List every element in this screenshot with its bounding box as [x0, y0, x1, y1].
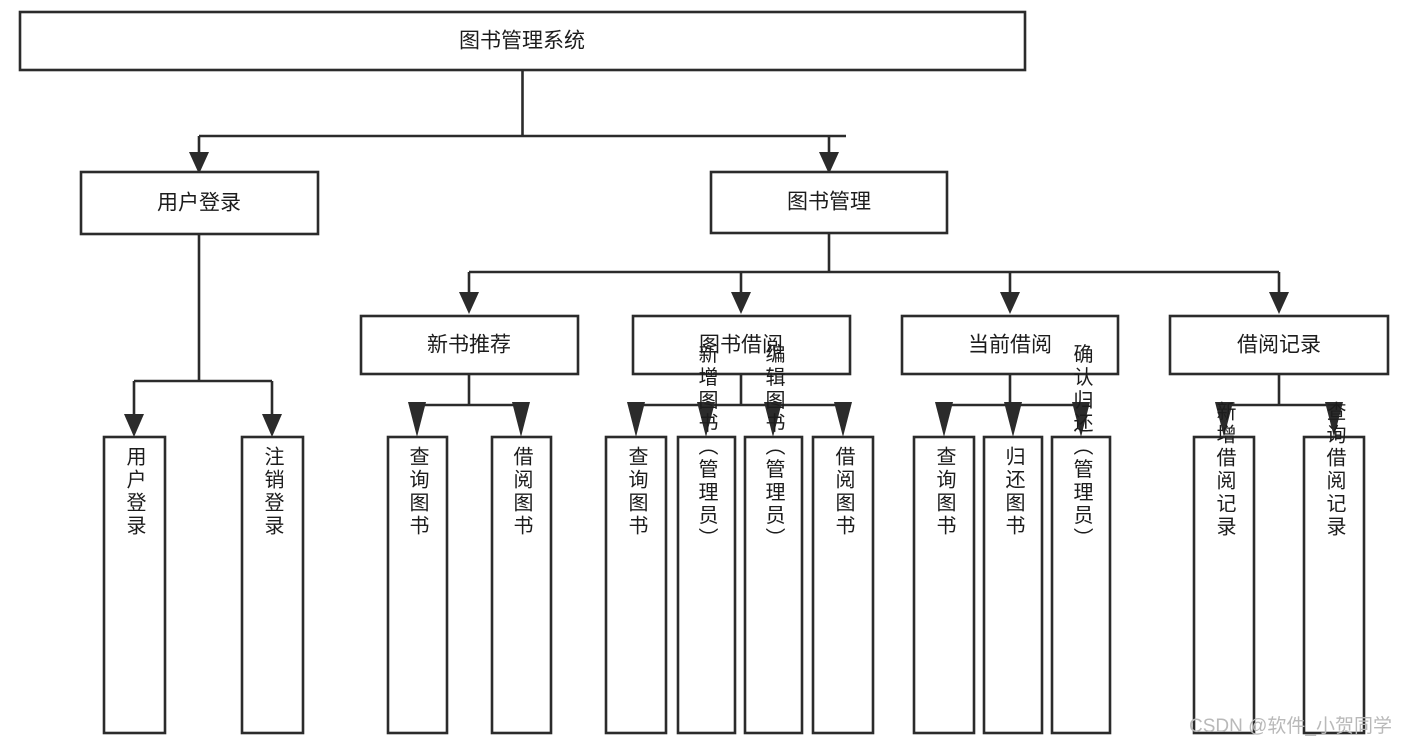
watermark-label: CSDN @软件_小贺同学: [1189, 715, 1392, 737]
leaf-label-add-book: 新增图书（管理员）: [695, 343, 718, 550]
arrowhead-borrowrecord-leaf-2: [1325, 402, 1343, 437]
leaf-label-borrow-book-2: 借阅图书: [832, 446, 855, 538]
leaf-box-return-book: [982, 435, 1044, 735]
leaf-box-borrow-book-1: [490, 435, 553, 735]
leaf-label-user-login: 用户登录: [123, 446, 146, 538]
leaf-node-query-book-2[interactable]: 查询图书: [604, 435, 668, 735]
leaf-node-borrow-book-1[interactable]: 借阅图书: [490, 435, 553, 735]
arrowhead-to-book-management: [819, 152, 839, 174]
node-borrow-record[interactable]: 借阅记录: [1168, 314, 1390, 376]
node-book-borrow[interactable]: 图书借阅: [631, 314, 852, 376]
leaf-node-edit-book[interactable]: 编辑图书（管理员）: [743, 343, 804, 735]
leaf-label-add-record: 新增借阅记录: [1213, 401, 1236, 539]
arrowhead-currentborrow-leaf-1: [935, 402, 953, 437]
arrowhead-to-borrow-record: [1269, 292, 1289, 314]
leaf-box-edit-book: [743, 435, 804, 735]
node-box-root: [18, 10, 1027, 72]
leaf-node-confirm-return[interactable]: 确认归还（管理员）: [1050, 343, 1112, 735]
leaf-label-query-book-1: 查询图书: [406, 446, 429, 538]
arrowhead-currentborrow-leaf-3: [1072, 402, 1090, 437]
leaf-box-query-book-3: [912, 435, 976, 735]
leaf-box-add-book: [676, 435, 737, 735]
leaf-box-borrow-book-2: [811, 435, 875, 735]
leaf-node-query-record[interactable]: 查询借阅记录: [1302, 401, 1366, 735]
node-box-current-borrow: [900, 314, 1120, 376]
leaf-node-add-record[interactable]: 新增借阅记录: [1192, 401, 1256, 735]
node-label-borrow-record: 借阅记录: [1237, 334, 1321, 357]
leaf-label-return-book: 归还图书: [1002, 446, 1025, 538]
arrowhead-to-user-login: [189, 152, 209, 174]
leaf-node-add-book[interactable]: 新增图书（管理员）: [676, 343, 737, 735]
leaf-label-query-book-2: 查询图书: [625, 446, 648, 538]
arrowhead-userlogin-leaf-2: [262, 414, 282, 437]
node-box-user-login: [79, 170, 320, 236]
leaf-node-return-book[interactable]: 归还图书: [982, 435, 1044, 735]
arrowhead-bookborrow-leaf-3: [764, 402, 782, 437]
leaf-label-query-book-3: 查询图书: [933, 446, 956, 538]
leaf-box-query-book-2: [604, 435, 668, 735]
leaf-node-query-book-1[interactable]: 查询图书: [386, 435, 449, 735]
node-label-current-borrow: 当前借阅: [968, 334, 1052, 357]
leaf-node-query-book-3[interactable]: 查询图书: [912, 435, 976, 735]
leaf-box-user-login: [102, 435, 167, 735]
node-box-borrow-record: [1168, 314, 1390, 376]
arrowhead-to-new-book-recommend: [459, 292, 479, 314]
node-label-root: 图书管理系统: [459, 30, 585, 53]
arrowhead-newbook-leaf-1: [408, 402, 426, 437]
node-user-login[interactable]: 用户登录: [79, 170, 320, 236]
arrowhead-bookborrow-leaf-2: [697, 402, 715, 437]
leaf-box-logout-login: [240, 435, 305, 735]
node-new-book-recommend[interactable]: 新书推荐: [359, 314, 580, 376]
leaf-label-query-record: 查询借阅记录: [1323, 401, 1346, 539]
leaf-box-confirm-return: [1050, 435, 1112, 735]
arrowheads-layer: [124, 152, 1343, 437]
arrowhead-bookborrow-leaf-4: [834, 402, 852, 437]
node-label-user-login: 用户登录: [157, 192, 241, 215]
leaf-label-confirm-return: 确认归还（管理员）: [1070, 343, 1093, 550]
arrowhead-to-book-borrow: [731, 292, 751, 314]
leaf-label-borrow-book-1: 借阅图书: [510, 446, 533, 538]
leaf-box-query-book-1: [386, 435, 449, 735]
leaf-node-borrow-book-2[interactable]: 借阅图书: [811, 435, 875, 735]
arrowhead-currentborrow-leaf-2: [1004, 402, 1022, 437]
leaf-label-edit-book: 编辑图书（管理员）: [762, 343, 785, 550]
arrowhead-bookborrow-leaf-1: [627, 402, 645, 437]
node-label-new-book-recommend: 新书推荐: [427, 334, 511, 357]
arrowhead-userlogin-leaf-1: [124, 414, 144, 437]
arrowhead-to-current-borrow: [1000, 292, 1020, 314]
node-current-borrow[interactable]: 当前借阅: [900, 314, 1120, 376]
leaf-node-user-login[interactable]: 用户登录: [102, 435, 167, 735]
node-box-new-book-recommend: [359, 314, 580, 376]
arrowhead-borrowrecord-leaf-1: [1215, 402, 1233, 437]
node-label-book-management: 图书管理: [787, 191, 871, 214]
leaf-box-query-record: [1302, 435, 1366, 735]
node-book-management[interactable]: 图书管理: [709, 170, 949, 235]
leaf-label-logout-login: 注销登录: [261, 446, 284, 538]
node-label-book-borrow: 图书借阅: [699, 334, 783, 357]
leaf-box-add-record: [1192, 435, 1256, 735]
leaf-node-logout-login[interactable]: 注销登录: [240, 435, 305, 735]
node-box-book-borrow: [631, 314, 852, 376]
arrowhead-newbook-leaf-2: [512, 402, 530, 437]
node-book-management-system[interactable]: 图书管理系统: [18, 10, 1027, 72]
node-box-book-management: [709, 170, 949, 235]
